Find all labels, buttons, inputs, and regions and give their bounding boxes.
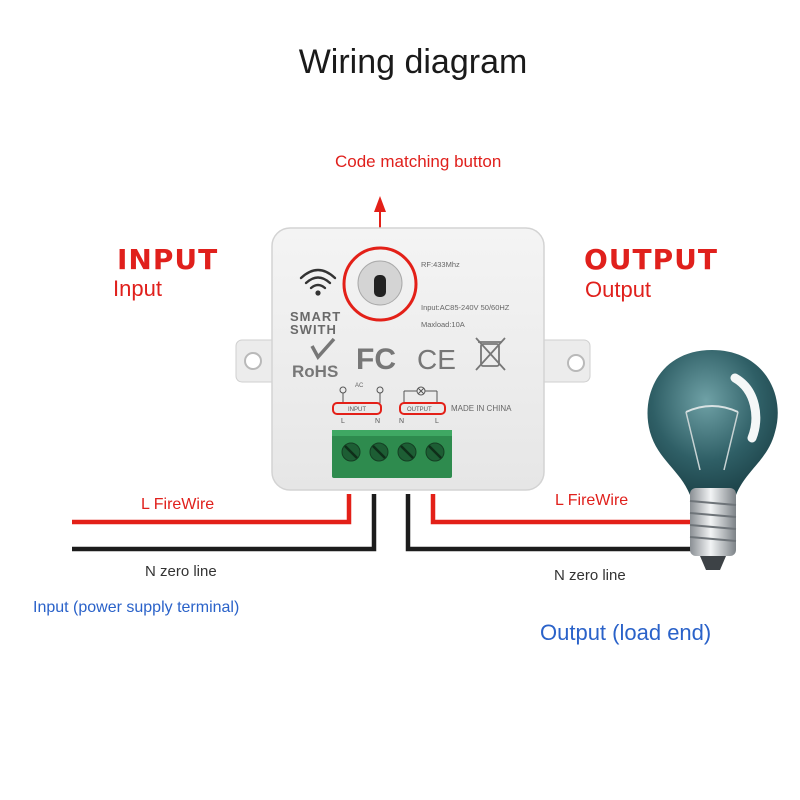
right-zero-wire (405, 494, 700, 552)
terminal-screw-l-input (341, 442, 361, 462)
terminal-label-l-output: L (435, 418, 439, 425)
output-tag: OUTPUT (407, 407, 432, 413)
output-caption: Output (load end) (540, 620, 712, 645)
right-fire-wire-label: L FireWire (555, 492, 629, 509)
terminal-screw-l-output (425, 442, 445, 462)
fc-mark: FC (356, 343, 396, 376)
page-title: Wiring diagram (298, 43, 528, 81)
ac-label: AC (355, 383, 364, 389)
code-matching-button-label: Code matching button (335, 152, 502, 171)
left-zero-wire-label: N zero line (145, 563, 217, 580)
rf-spec-text: RF:433Mhz (421, 260, 460, 269)
brand-line-1: SMART (290, 309, 341, 324)
smart-switch-body (271, 227, 545, 491)
input-spec-text: Input:AC85-240V 50/60HZ (421, 303, 510, 312)
terminal-label-l-input: L (341, 418, 345, 425)
output-tag-highlight (399, 402, 446, 415)
output-heading: OUTPUT (584, 243, 718, 276)
brand-line-2: SWITH (290, 322, 337, 337)
maxload-spec-text: Maxload:10A (421, 320, 465, 329)
output-subheading: Output (585, 277, 652, 302)
arrow-head-icon (374, 196, 386, 212)
terminal-screw-n-input (369, 442, 389, 462)
input-terminal-symbol (339, 386, 384, 403)
input-caption: Input (power supply terminal) (33, 599, 240, 616)
input-tag: INPUT (348, 407, 366, 413)
lamp-symbol-icon (403, 386, 438, 403)
rohs-check-icon (310, 337, 336, 361)
left-fire-wire-label: L FireWire (141, 496, 215, 513)
terminal-label-n-output: N (399, 418, 404, 425)
made-in-label: MADE IN CHINA (451, 404, 512, 413)
terminal-label-n-input: N (375, 418, 380, 425)
light-bulb-icon (647, 350, 778, 570)
left-fire-wire (72, 494, 352, 525)
terminal-block (332, 430, 452, 478)
weee-bin-icon (475, 337, 506, 371)
code-matching-button-highlight (342, 246, 418, 322)
left-zero-wire (72, 494, 377, 552)
input-tag-highlight (332, 402, 382, 415)
mounting-ear-right (529, 339, 591, 383)
ce-mark: CE (417, 344, 456, 375)
input-subheading: Input (113, 276, 162, 301)
wifi-icon (299, 268, 337, 296)
rohs-mark: RoHS (292, 362, 338, 381)
input-heading: INPUT (117, 243, 219, 276)
right-fire-wire (430, 494, 700, 525)
terminal-screw-n-output (397, 442, 417, 462)
right-zero-wire-label: N zero line (554, 567, 626, 584)
